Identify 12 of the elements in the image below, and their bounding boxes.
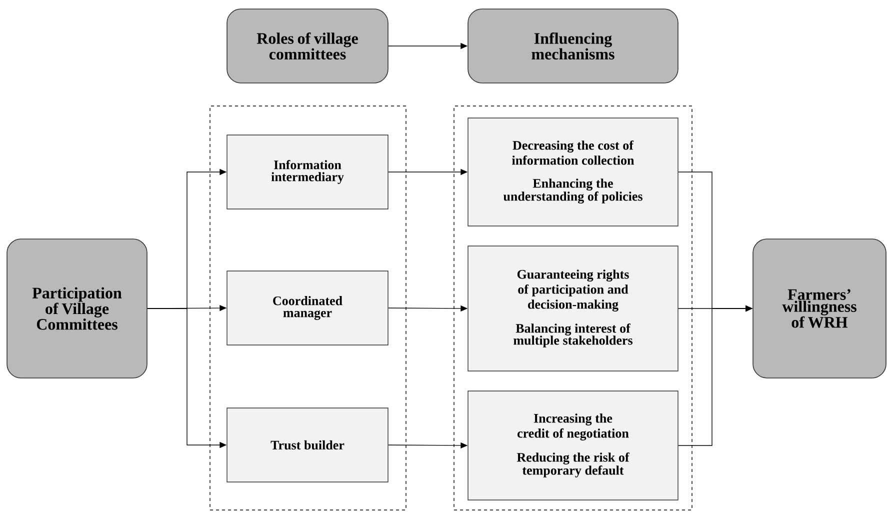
role-box: Trust builder bbox=[226, 408, 388, 482]
heading-box: Roles of village committees bbox=[226, 8, 388, 84]
terminal-box: Participation of Village Committees bbox=[6, 238, 148, 378]
role-box: Coordinated manager bbox=[226, 270, 388, 346]
mechanism-box: Guaranteeing rights of participation and decision-making Balancing interest of multiple stakeholders bbox=[468, 246, 678, 372]
terminal-box: Farmers’ willingness of WRH bbox=[752, 238, 886, 378]
dashed-group-box bbox=[210, 106, 406, 510]
role-box: Information intermediary bbox=[226, 134, 388, 210]
dashed-group-box bbox=[454, 106, 692, 510]
mechanism-box: Decreasing the cost of information collection Enhancing the understanding of policies bbox=[468, 118, 678, 226]
mechanism-box: Increasing the credit of negotiation Reducing the risk of temporary default bbox=[468, 390, 678, 500]
heading-box: Influencing mechanisms bbox=[468, 8, 678, 84]
